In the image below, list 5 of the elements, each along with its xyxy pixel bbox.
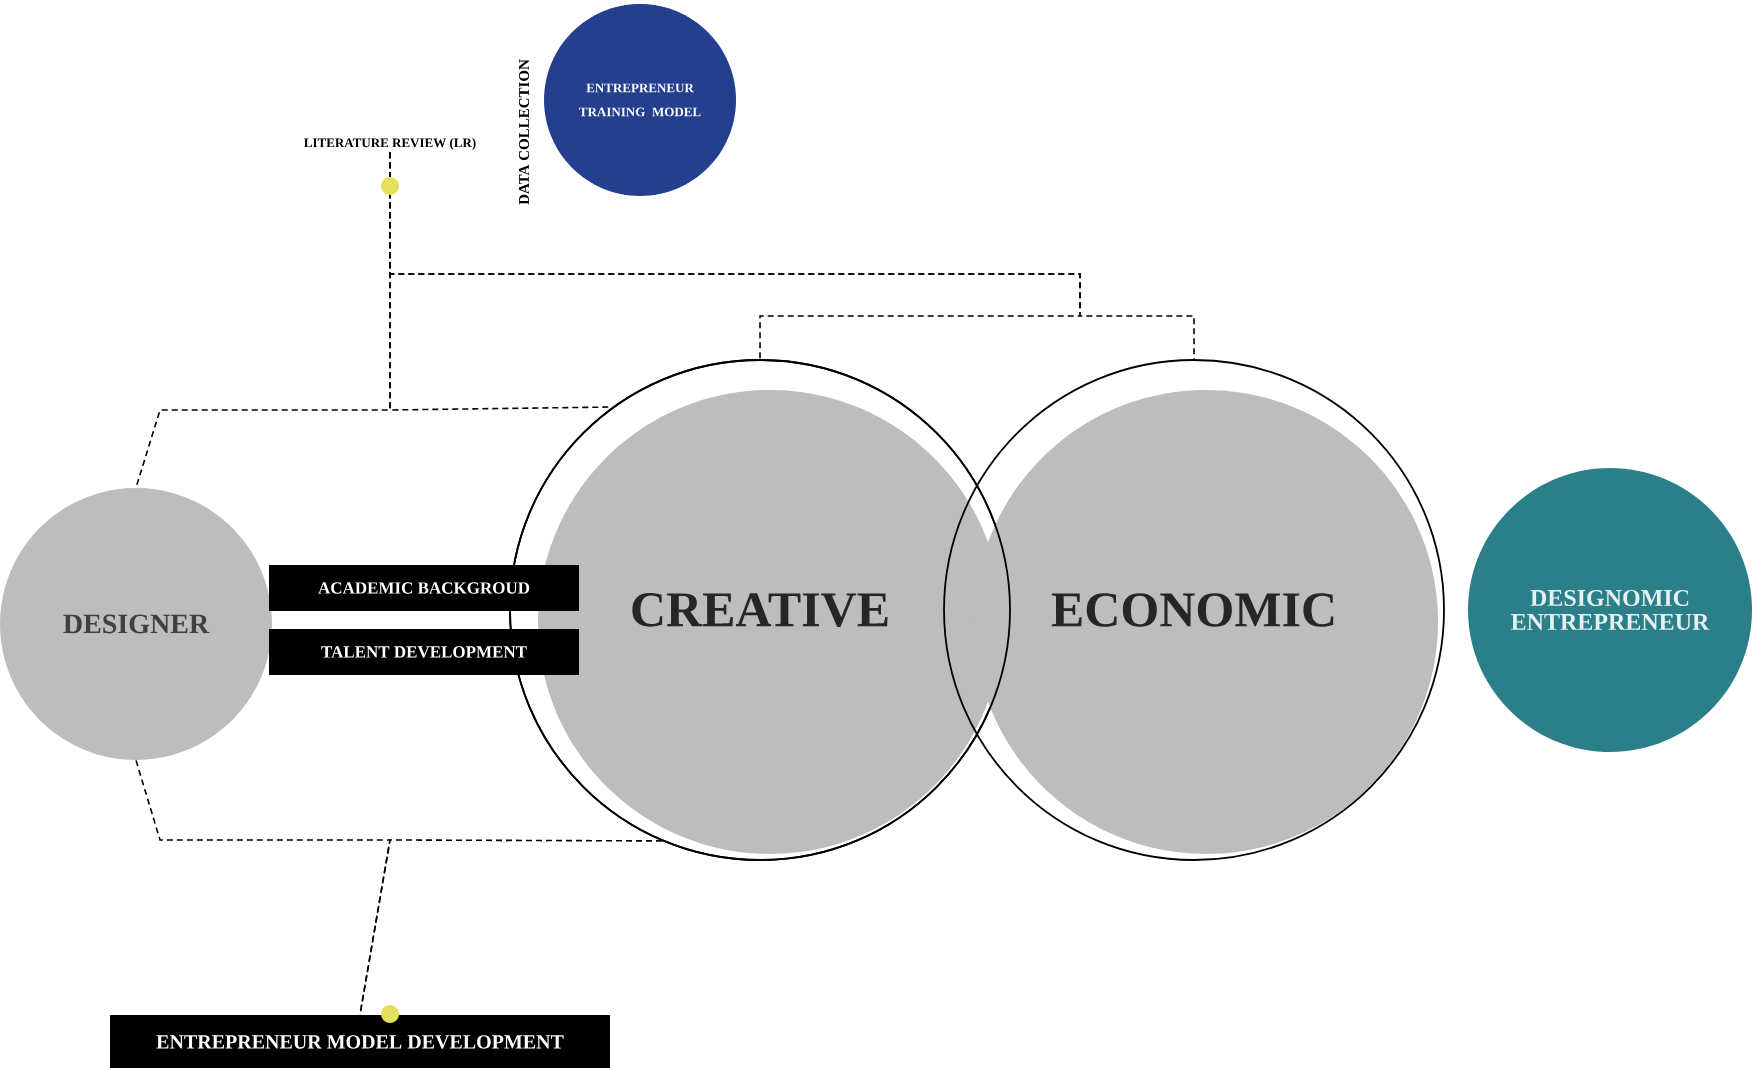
- label-bar: TALENT DEVELOPMENT: [269, 629, 579, 675]
- dashed-connector: [359, 839, 663, 1016]
- dashed-connector: [135, 759, 391, 1016]
- label-bar: ACADEMIC BACKGROUD: [269, 565, 579, 611]
- title-bar: ENTREPRENEUR MODEL DEVELOPMENT: [110, 1015, 610, 1068]
